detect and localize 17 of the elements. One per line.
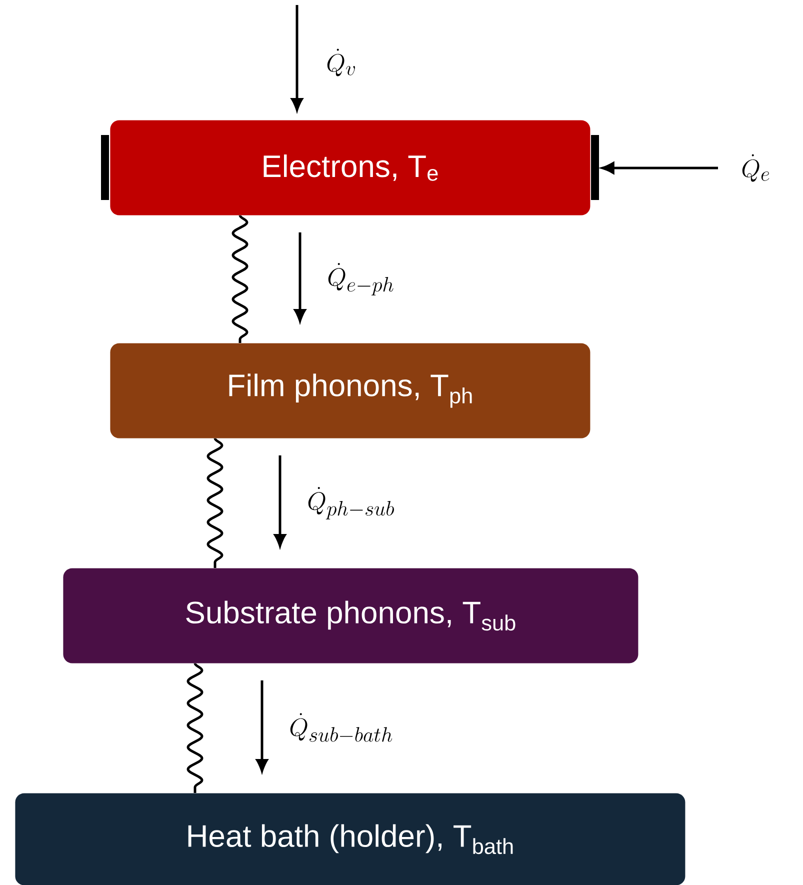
edge-label: $\dot{Q}_{e}$	[742, 154, 770, 182]
process-box: Substrate phonons, T$_{sub}$	[63, 568, 638, 664]
arrow	[274, 455, 286, 547]
edge-label: $\dot{Q}_{e-ph}$	[328, 262, 394, 296]
wavy-line	[232, 214, 248, 343]
wavy-line	[186, 662, 204, 793]
edge-label: $\dot{Q}_{sub-bath}$	[290, 713, 392, 742]
edge-label: $\dot{Q}_{v}$	[327, 48, 355, 76]
edge-label: $\dot{Q}_{ph-sub}$	[308, 486, 394, 520]
process-box: Electrons, T$_{e}$	[110, 120, 590, 216]
arrow	[602, 162, 718, 174]
arrow	[256, 680, 268, 772]
arrow	[291, 5, 303, 111]
wavy-line	[206, 438, 224, 568]
process-box: Film phonons, T$_{ph}$	[110, 343, 590, 438]
arrow	[294, 232, 306, 322]
process-box: Heat bath (holder), T$_{bath}$	[15, 793, 686, 885]
